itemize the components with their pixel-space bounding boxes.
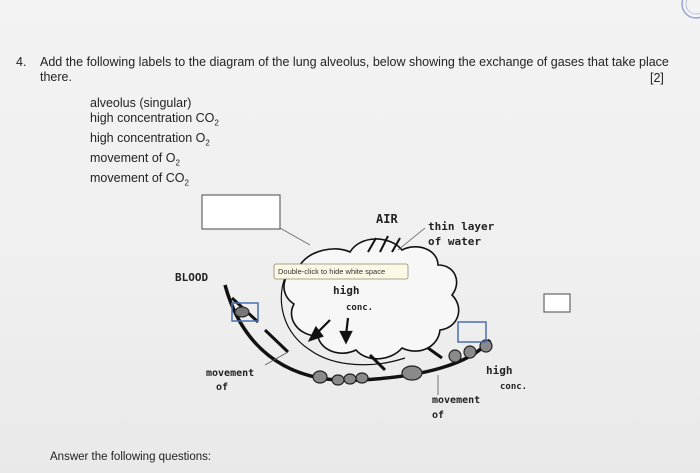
label-item-movement-o2: movement of O2 xyxy=(90,150,180,168)
label-box-top-left[interactable] xyxy=(201,194,281,230)
thin-layer-pointer xyxy=(397,227,426,251)
movement-left-label-1: movement xyxy=(206,368,254,379)
corner-logo-icon xyxy=(681,0,700,19)
movement-left-label-2: of xyxy=(216,382,228,393)
highlight-box-right xyxy=(457,321,487,343)
high-conc-label-1: high xyxy=(333,284,360,297)
movement-bottom-label-2: of xyxy=(432,410,444,421)
alveolus-diagram: AIR thin layer of water BLOOD high conc.… xyxy=(175,194,571,421)
movement-bottom-label-1: movement xyxy=(432,395,480,406)
high-conc-label-2: high xyxy=(486,364,513,377)
movement-arrows-bottom xyxy=(368,346,443,372)
blood-cell xyxy=(234,306,250,318)
pointer-line xyxy=(279,227,311,246)
footer-instruction: Answer the following questions: xyxy=(50,451,212,463)
thin-layer-label-2: of water xyxy=(428,235,481,248)
hide-whitespace-tooltip[interactable]: Double-click to hide white space xyxy=(273,263,409,280)
conc-label-1: conc. xyxy=(346,303,373,313)
air-label: AIR xyxy=(376,212,398,226)
question-text: Add the following labels to the diagram … xyxy=(40,55,669,84)
conc-label-2: conc. xyxy=(500,382,527,392)
svg-text:Double-click to hide white spa: Double-click to hide white space xyxy=(278,267,385,276)
question-marks: [2] xyxy=(650,71,664,85)
label-item-high-o2: high concentration O2 xyxy=(90,130,210,148)
label-item-alveolus: alveolus (singular) xyxy=(90,96,192,110)
blood-label: BLOOD xyxy=(175,271,208,284)
air-arrows xyxy=(367,235,401,253)
label-item-high-co2: high concentration CO2 xyxy=(90,110,219,128)
thin-layer-label-1: thin layer xyxy=(428,220,495,233)
water-layer-line xyxy=(280,267,406,366)
label-box-right[interactable] xyxy=(543,293,571,313)
movement-left-pointer xyxy=(264,351,289,366)
label-list: alveolus (singular) high concentration C… xyxy=(90,96,219,191)
red-blood-cells xyxy=(312,339,493,386)
question-number: 4. xyxy=(16,55,27,69)
label-item-movement-co2: movement of CO2 xyxy=(90,170,189,188)
oxygen-arrows xyxy=(307,317,353,345)
highlight-box-left xyxy=(231,302,259,322)
